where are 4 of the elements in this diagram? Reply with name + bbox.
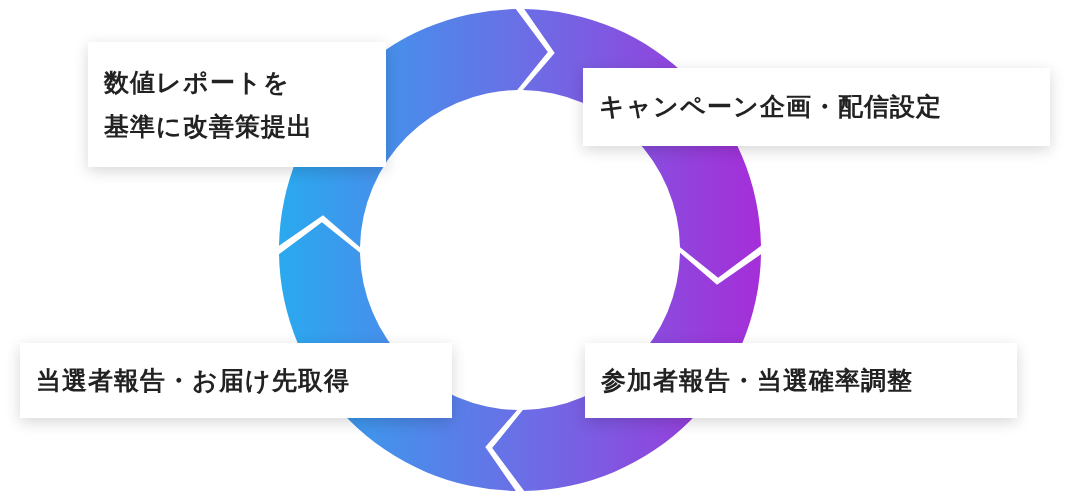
stage-box: 当選者報告・お届け先取得 — [20, 343, 452, 418]
stage-box: 参加者報告・当選確率調整 — [585, 343, 1017, 418]
stage-box: キャンペーン企画・配信設定 — [583, 68, 1050, 146]
stage-box: 数値レポートを基準に改善策提出 — [88, 42, 386, 167]
